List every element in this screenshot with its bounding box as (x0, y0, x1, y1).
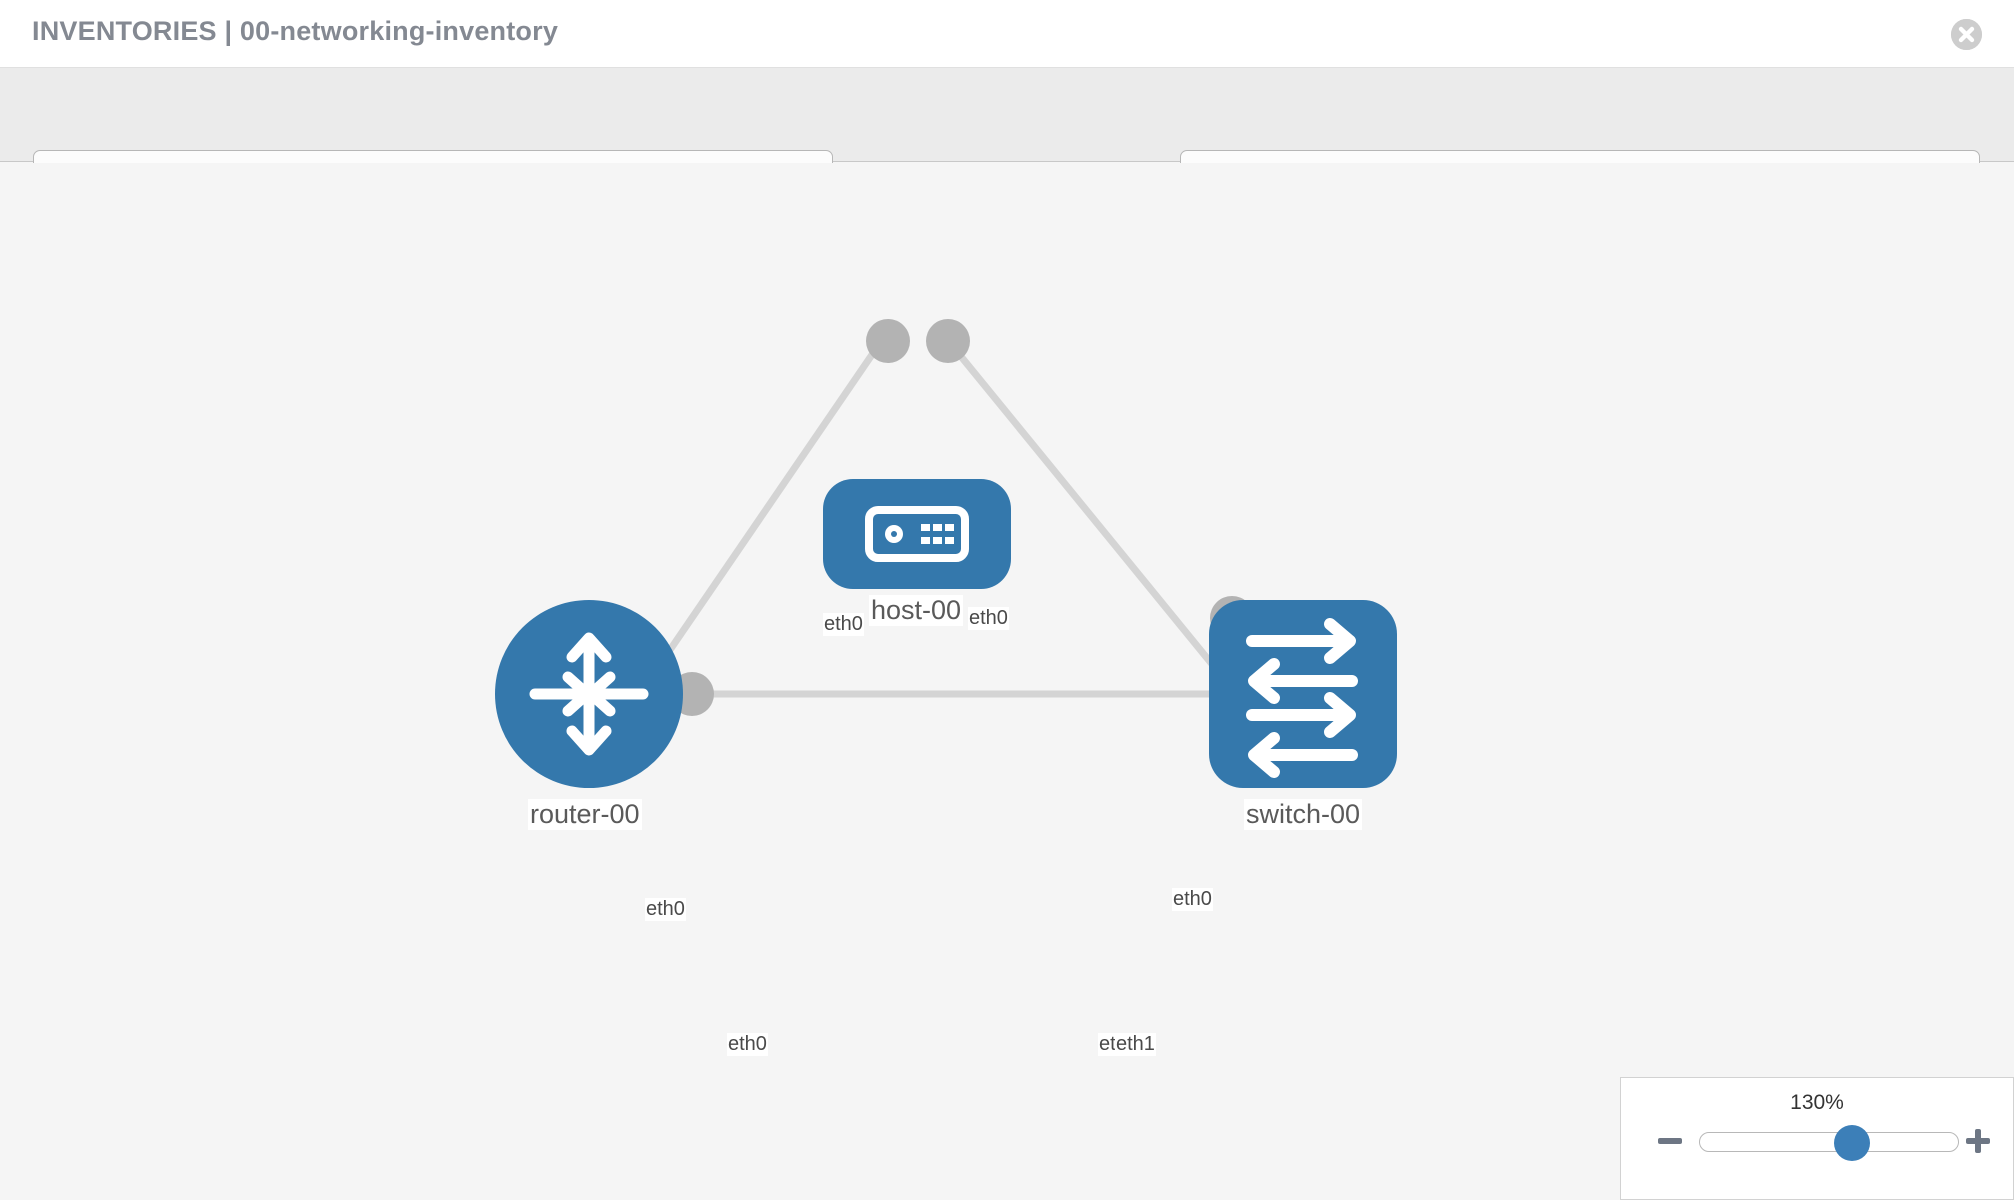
zoom-level-value: 130% (1790, 1091, 1844, 1114)
zoom-control-panel: 130% (1620, 1077, 2014, 1200)
page-header: INVENTORIES | 00-networking-inventory (0, 0, 2014, 68)
node-label-host-00: host-00 (869, 595, 964, 627)
router-icon (529, 632, 649, 756)
link-host-switch[interactable] (947, 340, 1263, 726)
node-label-router-00: router-00 (528, 799, 642, 831)
node-label-switch-00: switch-00 (1244, 799, 1363, 831)
iface-label-router-right: eth0 (727, 1033, 768, 1056)
iface-label-switch-left: eth1 (1115, 1033, 1156, 1056)
close-icon[interactable] (1951, 19, 1982, 50)
zoom-slider-track[interactable] (1699, 1125, 1959, 1161)
topology-canvas[interactable]: host-00 router-00 switch-00 eth0 eth0 et… (0, 163, 2014, 1200)
toolbar: ACTIONS SEARCH (0, 68, 2014, 202)
connector-host-right[interactable] (926, 319, 970, 363)
iface-label-router-up: eth0 (645, 898, 686, 921)
node-host-00[interactable] (823, 479, 1011, 589)
zoom-slider-thumb[interactable] (1834, 1125, 1871, 1161)
plus-icon[interactable] (1965, 1128, 1991, 1154)
switch-icon (1246, 618, 1358, 778)
page-title: INVENTORIES | 00-networking-inventory (32, 16, 559, 46)
iface-label-host-right: eth0 (968, 607, 1009, 630)
connector-host-left[interactable] (866, 319, 910, 363)
iface-label-switch-up: eth0 (1172, 888, 1213, 911)
node-router-00[interactable] (495, 600, 683, 788)
topology-graph (495, 319, 1397, 788)
node-switch-00[interactable] (1209, 600, 1397, 788)
iface-label-host-left: eth0 (823, 613, 864, 636)
minus-icon[interactable] (1657, 1128, 1683, 1154)
server-icon (865, 506, 969, 562)
